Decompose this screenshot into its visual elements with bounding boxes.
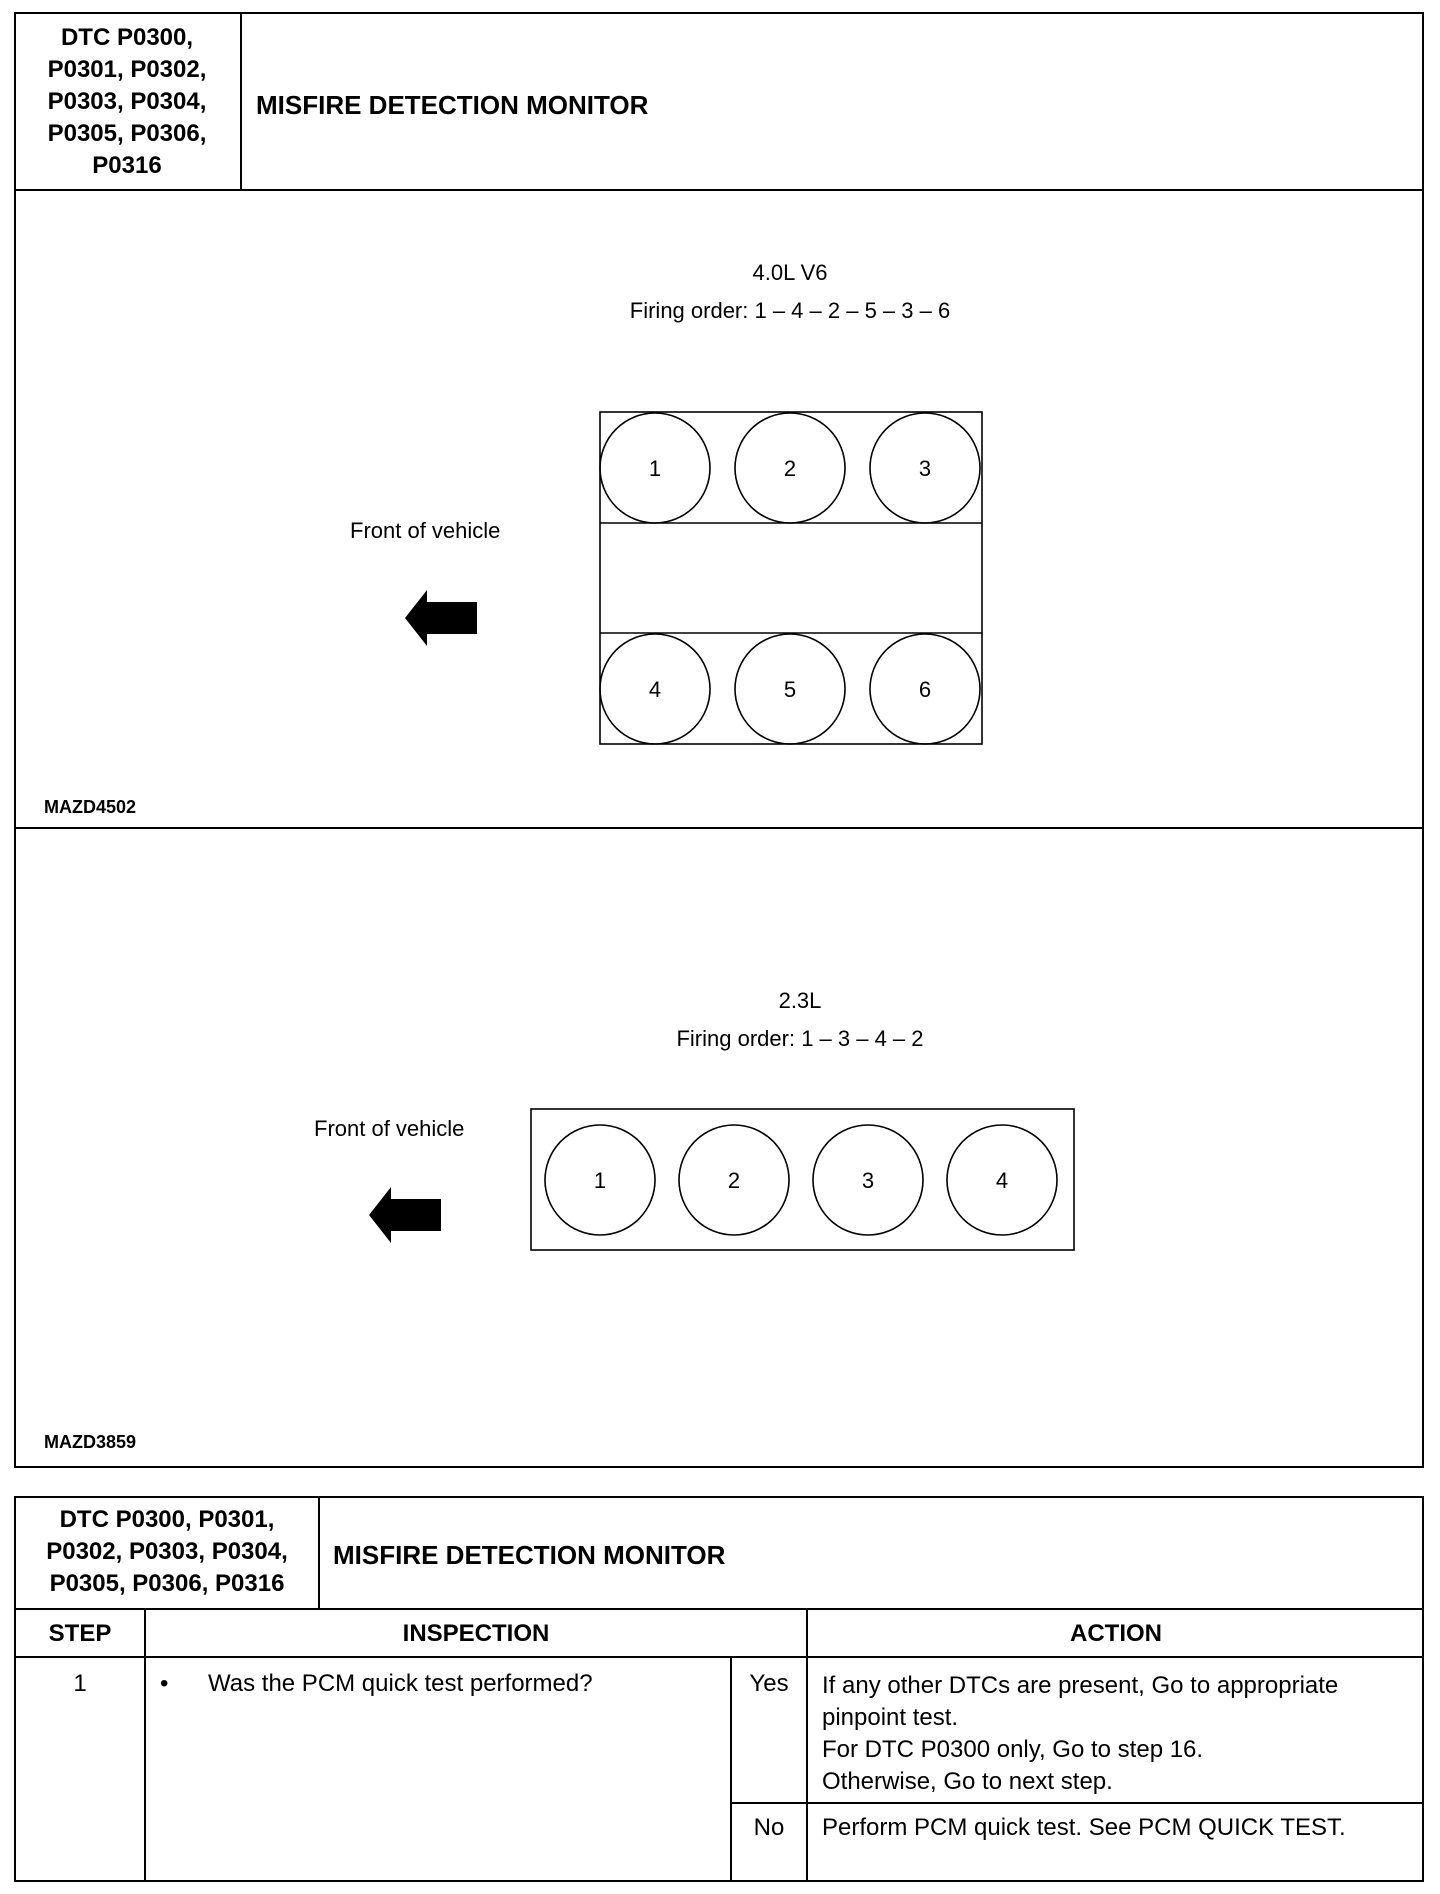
cylinder-6-circle bbox=[869, 633, 981, 745]
dtc-line: P0303, P0304, bbox=[47, 88, 207, 115]
yes-action-line: pinpoint test. bbox=[822, 1704, 959, 1731]
v6-engine-label: 4.0L V6 bbox=[752, 260, 828, 285]
cylinder-number: 5 bbox=[783, 677, 797, 702]
step-header: STEP bbox=[48, 1620, 112, 1647]
front-arrow-icon bbox=[405, 590, 477, 646]
cylinder-4-circle bbox=[599, 633, 711, 745]
cylinder-number: 4 bbox=[648, 677, 662, 702]
cylinder-3-circle bbox=[869, 412, 981, 524]
l4-figure-code: MAZD3859 bbox=[44, 1432, 137, 1452]
cylinder-2-circle bbox=[734, 412, 846, 524]
cylinder-5-circle bbox=[734, 633, 846, 745]
dtc-line: P0302, P0303, P0304, bbox=[46, 1538, 288, 1565]
diagram-divider bbox=[14, 827, 1424, 829]
step-number: 1 bbox=[73, 1670, 87, 1697]
cylinder-1-circle bbox=[599, 412, 711, 524]
diagram-frame bbox=[14, 12, 1424, 1468]
cylinder-number: 6 bbox=[918, 677, 932, 702]
yes-action: If any other DTCs are present, Go to app… bbox=[822, 1670, 1338, 1798]
l4-front-label: Front of vehicle bbox=[314, 1116, 465, 1141]
front-arrow-icon bbox=[369, 1187, 441, 1243]
l4-block-outline bbox=[530, 1108, 1075, 1251]
v6-front-label: Front of vehicle bbox=[350, 518, 501, 543]
dtc-line: P0301, P0302, bbox=[47, 56, 207, 83]
yes-action-line: Otherwise, Go to next step. bbox=[822, 1768, 1113, 1795]
cylinder-number: 1 bbox=[648, 456, 662, 481]
cylinder-number: 4 bbox=[995, 1168, 1009, 1193]
cylinder-number: 2 bbox=[727, 1168, 741, 1193]
yes-action-line: If any other DTCs are present, Go to app… bbox=[822, 1672, 1339, 1699]
action-col-divider bbox=[806, 1608, 808, 1882]
dtc-line: DTC P0300, P0301, bbox=[59, 1506, 275, 1533]
dtc-line: P0305, P0306, bbox=[47, 120, 207, 147]
header1-title: MISFIRE DETECTION MONITOR bbox=[256, 90, 649, 120]
l4-cylinder-4-circle bbox=[946, 1124, 1058, 1236]
step-col-divider bbox=[144, 1608, 146, 1882]
header2-divider bbox=[14, 1608, 1424, 1610]
l4-cylinder-2-circle bbox=[678, 1124, 790, 1236]
l4-cylinder-3-circle bbox=[812, 1124, 924, 1236]
header1-col-divider bbox=[240, 12, 242, 191]
cylinder-number: 1 bbox=[593, 1168, 607, 1193]
yesno-col-divider bbox=[730, 1656, 732, 1882]
yes-action-line: For DTC P0300 only, Go to step 16. bbox=[822, 1736, 1204, 1763]
header2-dtc-list: DTC P0300, P0301, P0302, P0303, P0304, P… bbox=[16, 1504, 318, 1600]
cylinder-number: 3 bbox=[861, 1168, 875, 1193]
dtc-line: DTC P0300, bbox=[60, 24, 194, 51]
header2-title: MISFIRE DETECTION MONITOR bbox=[333, 1540, 726, 1570]
header1-divider bbox=[14, 189, 1424, 191]
action-header: ACTION bbox=[1070, 1620, 1162, 1647]
yes-label: Yes bbox=[749, 1670, 789, 1697]
cylinder-number: 2 bbox=[783, 456, 797, 481]
diagnostic-table-frame bbox=[14, 1496, 1424, 1882]
header1-dtc-list: DTC P0300, P0301, P0302, P0303, P0304, P… bbox=[16, 22, 238, 182]
l4-cylinder-1-circle bbox=[544, 1124, 656, 1236]
v6-firing-order: Firing order: 1 – 4 – 2 – 5 – 3 – 6 bbox=[629, 298, 951, 323]
inspection-question: Was the PCM quick test performed? bbox=[208, 1670, 593, 1697]
yes-no-row-divider bbox=[730, 1802, 1424, 1804]
no-label: No bbox=[753, 1814, 785, 1841]
no-action: Perform PCM quick test. See PCM QUICK TE… bbox=[822, 1814, 1346, 1841]
dtc-line: P0305, P0306, P0316 bbox=[49, 1570, 285, 1597]
column-header-divider bbox=[14, 1656, 1424, 1658]
bullet-icon: • bbox=[160, 1670, 169, 1697]
v6-figure-code: MAZD4502 bbox=[44, 797, 137, 817]
l4-engine-label: 2.3L bbox=[778, 988, 822, 1013]
header2-col-divider bbox=[318, 1496, 320, 1610]
cylinder-number: 3 bbox=[918, 456, 932, 481]
dtc-line: P0316 bbox=[92, 152, 162, 179]
l4-firing-order: Firing order: 1 – 3 – 4 – 2 bbox=[676, 1026, 924, 1051]
inspection-header: INSPECTION bbox=[402, 1620, 550, 1647]
